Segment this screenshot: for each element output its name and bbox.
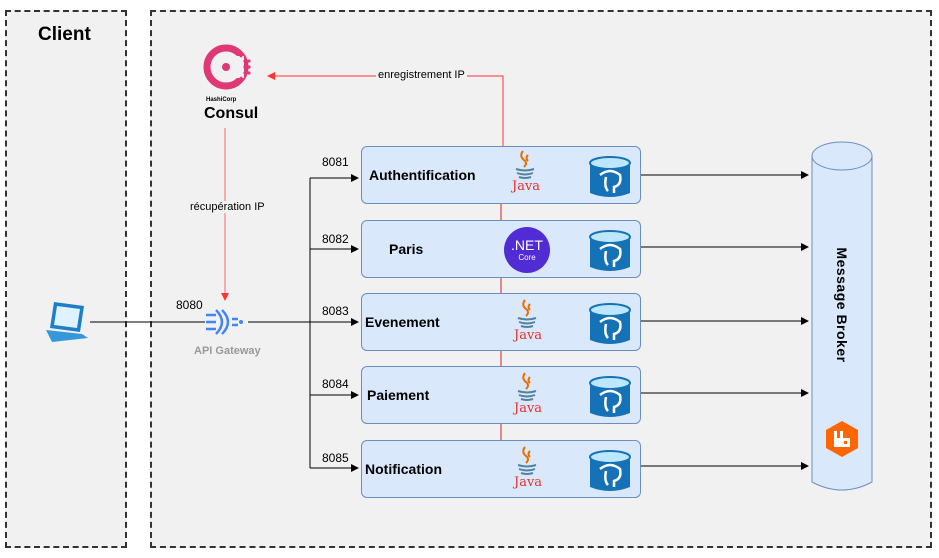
dotnet-core-label: Core bbox=[518, 253, 536, 262]
service-name: Authentification bbox=[369, 167, 476, 183]
service-paris: Paris .NET Core bbox=[361, 220, 641, 278]
service-authentification: Authentification Java bbox=[361, 146, 641, 204]
service-port: 8084 bbox=[322, 377, 349, 391]
dotnet-wordmark: .NET bbox=[511, 237, 543, 253]
registration-edge bbox=[267, 72, 504, 146]
postgresql-database-icon bbox=[589, 450, 631, 491]
registration-label: enregistrement IP bbox=[376, 69, 467, 81]
discovery-label: récupération IP bbox=[188, 201, 267, 213]
java-logo: Java bbox=[512, 445, 542, 490]
java-wordmark: Java bbox=[514, 328, 543, 343]
java-cup-icon bbox=[517, 446, 537, 475]
service-port: 8083 bbox=[322, 304, 349, 318]
postgresql-database-icon bbox=[589, 376, 631, 417]
java-wordmark: Java bbox=[514, 475, 543, 490]
java-wordmark: Java bbox=[512, 179, 541, 194]
service-port: 8082 bbox=[322, 232, 349, 246]
consul-brand-name: Consul bbox=[204, 105, 259, 122]
service-name: Paris bbox=[389, 241, 424, 257]
service-paiement: Paiement Java bbox=[361, 366, 641, 424]
java-cup-icon bbox=[517, 299, 537, 328]
gateway-label: API Gateway bbox=[194, 345, 261, 357]
java-logo: Java bbox=[512, 298, 542, 343]
laptop-icon bbox=[46, 302, 88, 342]
java-logo: Java bbox=[510, 149, 540, 194]
service-name: Notification bbox=[365, 461, 442, 477]
consul-node: HashiCorp Consul bbox=[200, 44, 262, 124]
java-cup-icon bbox=[517, 372, 537, 401]
service-port: 8085 bbox=[322, 451, 349, 465]
message-broker-cylinder bbox=[811, 141, 873, 491]
postgresql-database-icon bbox=[589, 156, 631, 197]
service-port: 8081 bbox=[322, 155, 349, 169]
client-zone-title: Client bbox=[38, 24, 91, 45]
java-cup-icon bbox=[515, 150, 535, 179]
api-gateway-icon bbox=[206, 309, 243, 335]
service-notification: Notification Java bbox=[361, 440, 641, 498]
client-zone: Client bbox=[5, 10, 127, 548]
rabbitmq-icon bbox=[826, 421, 858, 457]
consul-brand-small: HashiCorp bbox=[206, 97, 237, 103]
java-logo: Java bbox=[512, 371, 542, 416]
service-evenement: Evenement Java bbox=[361, 293, 641, 351]
message-broker-label: Message Broker bbox=[834, 247, 850, 363]
consul-logo-icon bbox=[203, 44, 251, 90]
postgresql-database-icon bbox=[589, 230, 631, 271]
dotnet-logo-icon: .NET Core bbox=[504, 227, 550, 273]
service-name: Evenement bbox=[365, 314, 440, 330]
postgresql-database-icon bbox=[589, 303, 631, 344]
java-wordmark: Java bbox=[514, 401, 543, 416]
service-name: Paiement bbox=[367, 387, 430, 403]
gateway-port: 8080 bbox=[176, 298, 203, 312]
